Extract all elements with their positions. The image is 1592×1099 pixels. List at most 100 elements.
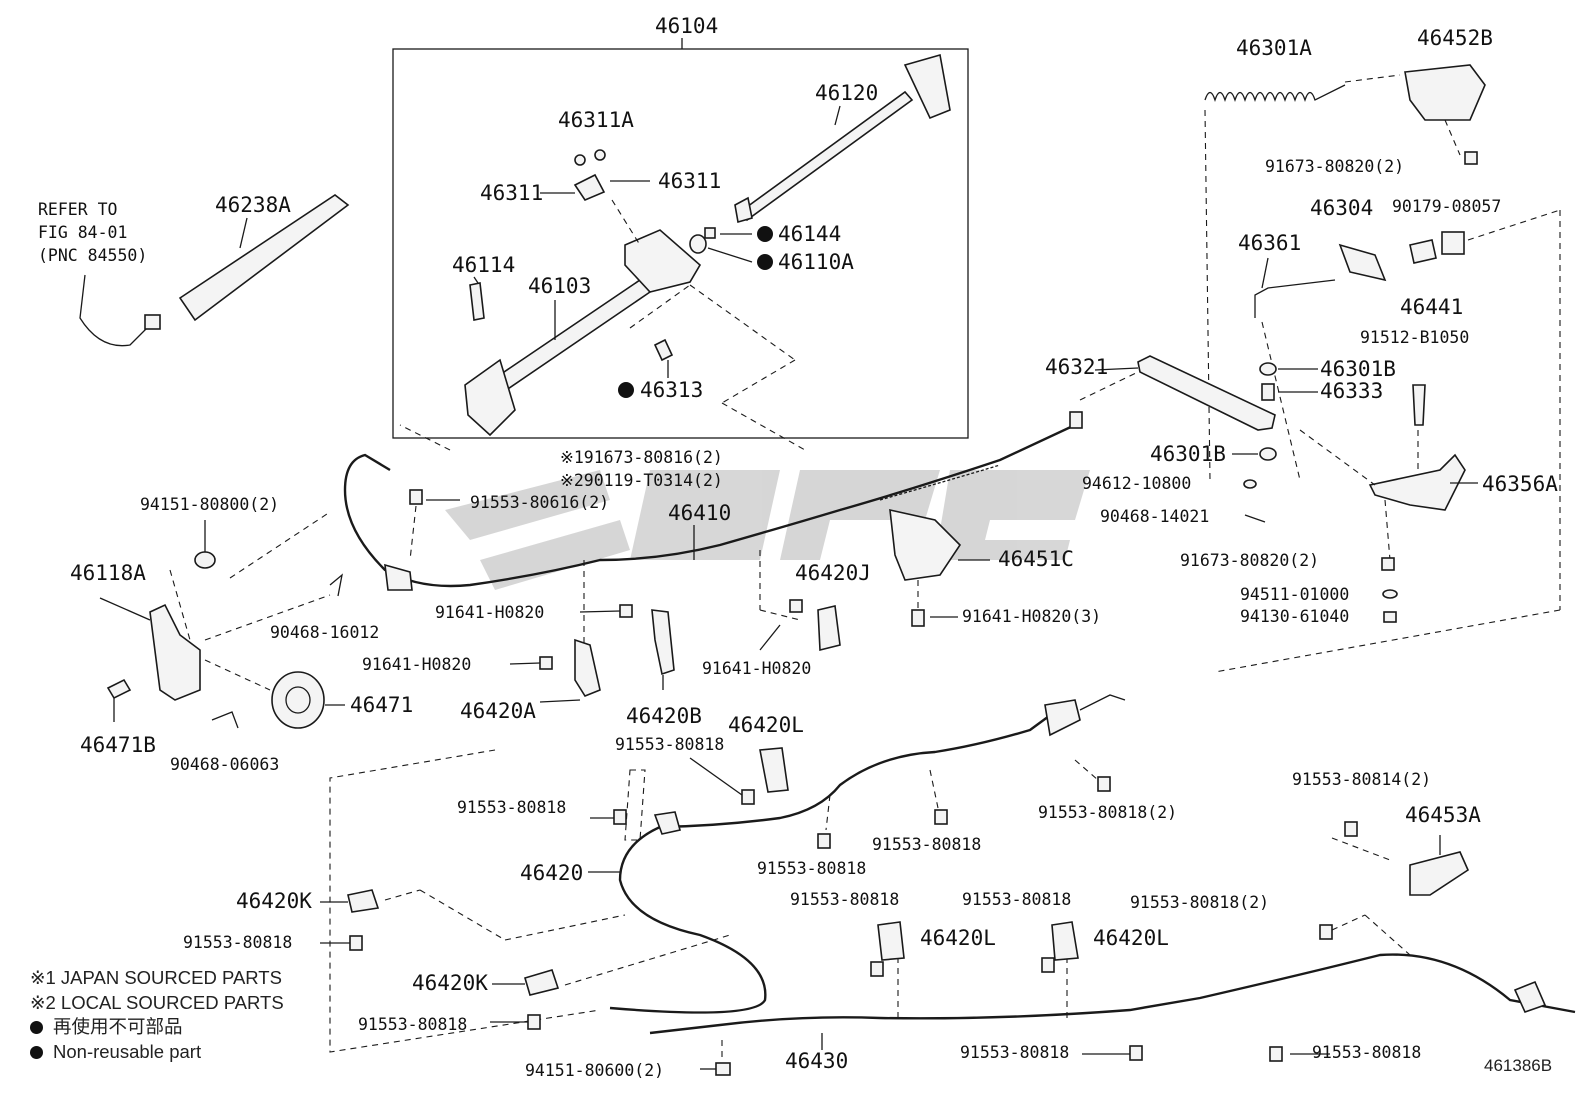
part-46420A-clamp — [574, 638, 601, 697]
label-46313: 46313 — [640, 378, 703, 402]
refer-note: REFER TO FIG 84-01 (PNC 84550) — [38, 200, 147, 265]
label-46471B: 46471B — [80, 733, 156, 757]
label-46420J: 46420J — [795, 561, 871, 585]
part-46114-pin — [469, 282, 485, 321]
clamp-46420-mid — [653, 811, 681, 835]
label-japan-sourced-bolt: ※191673-80816(2) — [560, 448, 723, 467]
rear-group-outline — [329, 749, 601, 1053]
label-46420L-a: 46420L — [728, 713, 804, 737]
label-46144: 46144 — [778, 222, 841, 246]
label-91641-H0820-b: 91641-H0820 — [362, 655, 471, 674]
part-46361-rod — [1254, 279, 1336, 318]
label-local-sourced-bolt: ※290119-T0314(2) — [560, 471, 723, 490]
part-46420B-clamp — [651, 609, 675, 676]
label-91553-80814-2: 91553-80814(2) — [1292, 770, 1431, 789]
non-reusable-bullet-icon — [30, 1045, 43, 1059]
part-46120-lever — [734, 53, 951, 224]
label-91553-80818-2-a: 91553-80818(2) — [1038, 803, 1177, 822]
part-labels: 46104 46120 46311A 46311 46311 46144 461… — [70, 14, 1558, 1080]
label-91673-80820-2-top: 91673-80820(2) — [1265, 157, 1404, 176]
part-46311A-springs — [574, 149, 606, 166]
label-91553-80818-d: 91553-80818 — [757, 859, 866, 878]
part-46144 — [704, 227, 716, 239]
legend-non-reusable-en: Non-reusable part — [30, 1040, 284, 1065]
legend: ※1 JAPAN SOURCED PARTS ※2 LOCAL SOURCED … — [30, 966, 284, 1064]
washer-46301B-a — [1259, 362, 1277, 376]
label-90179-08057: 90179-08057 — [1392, 197, 1501, 216]
label-94612-10800: 94612-10800 — [1082, 474, 1191, 493]
label-91553-80818-f: 91553-80818 — [962, 890, 1071, 909]
label-46420: 46420 — [520, 861, 583, 885]
label-46441: 46441 — [1400, 295, 1463, 319]
label-91673-80820-2-bottom: 91673-80820(2) — [1180, 551, 1319, 570]
label-46420L-c: 46420L — [1093, 926, 1169, 950]
bolt-91553-80616 — [409, 489, 423, 505]
label-46110A: 46110A — [778, 250, 854, 274]
label-91553-80818-i: 91553-80818 — [960, 1043, 1069, 1062]
label-46420K-b: 46420K — [412, 971, 488, 995]
washer-46301B-b — [1259, 447, 1277, 461]
label-46453A: 46453A — [1405, 803, 1481, 827]
washer-94612-10800 — [1243, 479, 1257, 489]
legend-japan-sourced: ※1 JAPAN SOURCED PARTS — [30, 967, 282, 988]
collar-46333 — [1261, 383, 1275, 401]
part-46410-front-cable — [343, 423, 1076, 588]
label-90468-14021: 90468-14021 — [1100, 507, 1209, 526]
label-46430: 46430 — [785, 1049, 848, 1073]
label-94511-01000: 94511-01000 — [1240, 585, 1349, 604]
label-94130-61040: 94130-61040 — [1240, 607, 1349, 626]
label-46118A: 46118A — [70, 561, 146, 585]
cable-end-46410 — [1069, 411, 1083, 429]
nut-94151-80600 — [715, 1062, 731, 1076]
label-46451C: 46451C — [998, 547, 1074, 571]
label-46301B-top: 46301B — [1320, 357, 1396, 381]
pin-90468-16012 — [329, 573, 343, 597]
label-46301A: 46301A — [1236, 36, 1312, 60]
part-46420L-clamp-b — [877, 921, 905, 961]
label-46311-right: 46311 — [658, 169, 721, 193]
cable-bracket-46420 — [1044, 699, 1081, 737]
part-46441-bush — [1409, 239, 1437, 264]
label-91553-80818-c: 91553-80818 — [872, 835, 981, 854]
label-91553-80616-2: 91553-80616(2) — [470, 493, 609, 512]
label-46321: 46321 — [1045, 355, 1108, 379]
label-91641-H0820-a: 91641-H0820 — [435, 603, 544, 622]
label-46103: 46103 — [528, 274, 591, 298]
part-46430-cable — [649, 953, 1576, 1035]
part-46420J-clamp — [817, 605, 841, 652]
legend-non-reusable-jp-text: 再使用不可部品 — [53, 1016, 183, 1037]
figure-number: 461386B — [1484, 1056, 1553, 1075]
non-reusable-mark-46313 — [618, 382, 634, 398]
part-46420K-clamp-a — [347, 889, 380, 913]
label-91553-80818-b: 91553-80818 — [457, 798, 566, 817]
bolt-91641-a — [619, 604, 633, 618]
legend-non-reusable-en-text: Non-reusable part — [53, 1040, 202, 1062]
label-91553-80818-h: 91553-80818 — [358, 1015, 467, 1034]
bolt-91673-b — [1381, 557, 1395, 571]
label-46420B: 46420B — [626, 704, 702, 728]
label-46114: 46114 — [452, 253, 515, 277]
label-94151-80800-2: 94151-80800(2) — [140, 495, 279, 514]
bolt-91641-b — [539, 656, 553, 670]
refer-note-line-2: FIG 84-01 — [38, 223, 127, 242]
legend-non-reusable-jp: 再使用不可部品 — [30, 1015, 284, 1040]
bolts-91553-80818 — [349, 776, 1358, 1062]
part-46110A — [689, 234, 707, 254]
part-46420-cable-left — [609, 825, 767, 1014]
part-46313-bolt — [653, 338, 674, 362]
part-46420K-clamp-b — [524, 969, 560, 996]
washer-94511 — [1382, 589, 1398, 599]
part-46103-bracket — [464, 229, 702, 437]
nut-94130 — [1383, 611, 1397, 623]
label-46471: 46471 — [350, 693, 413, 717]
part-46471-drum — [271, 671, 325, 729]
label-46304: 46304 — [1310, 196, 1373, 220]
label-91512-B1050: 91512-B1050 — [1360, 328, 1469, 347]
non-reusable-bullet-icon — [30, 1021, 43, 1034]
bolt-91673-a — [1464, 151, 1478, 165]
label-91553-80818-a: 91553-80818 — [615, 735, 724, 754]
part-46238A-cover — [178, 194, 350, 322]
part-46356A-bracket — [1368, 453, 1466, 511]
